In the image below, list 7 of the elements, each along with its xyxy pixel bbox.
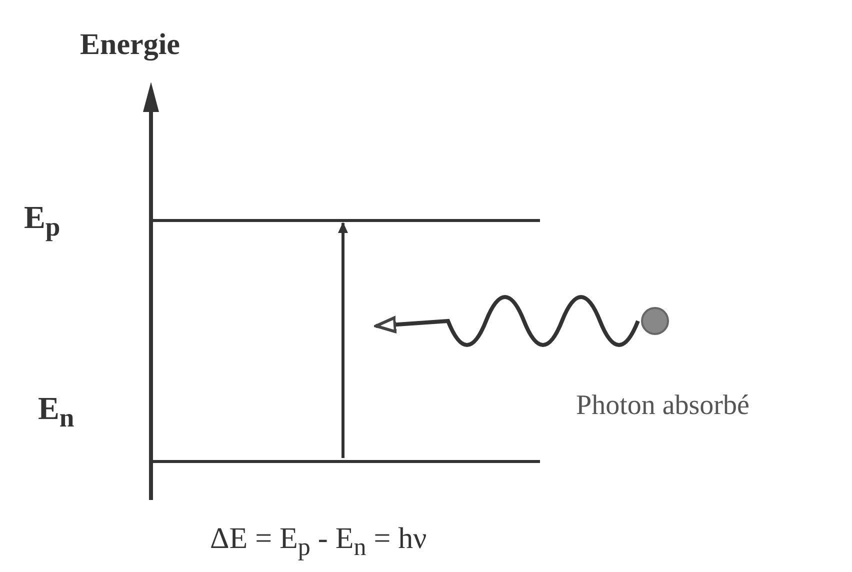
photon-label: Photon absorbé xyxy=(576,390,750,422)
energy-equation: ΔE = E$_{p}$ - E$_{n}$ = hν xyxy=(210,522,427,562)
level-label: E$_{p}$ xyxy=(24,199,60,242)
axis-label: Energie xyxy=(80,28,180,62)
wavy-arrow xyxy=(374,295,640,347)
transition-arrow xyxy=(338,222,348,458)
level-label: E$_{n}$ xyxy=(38,390,74,434)
